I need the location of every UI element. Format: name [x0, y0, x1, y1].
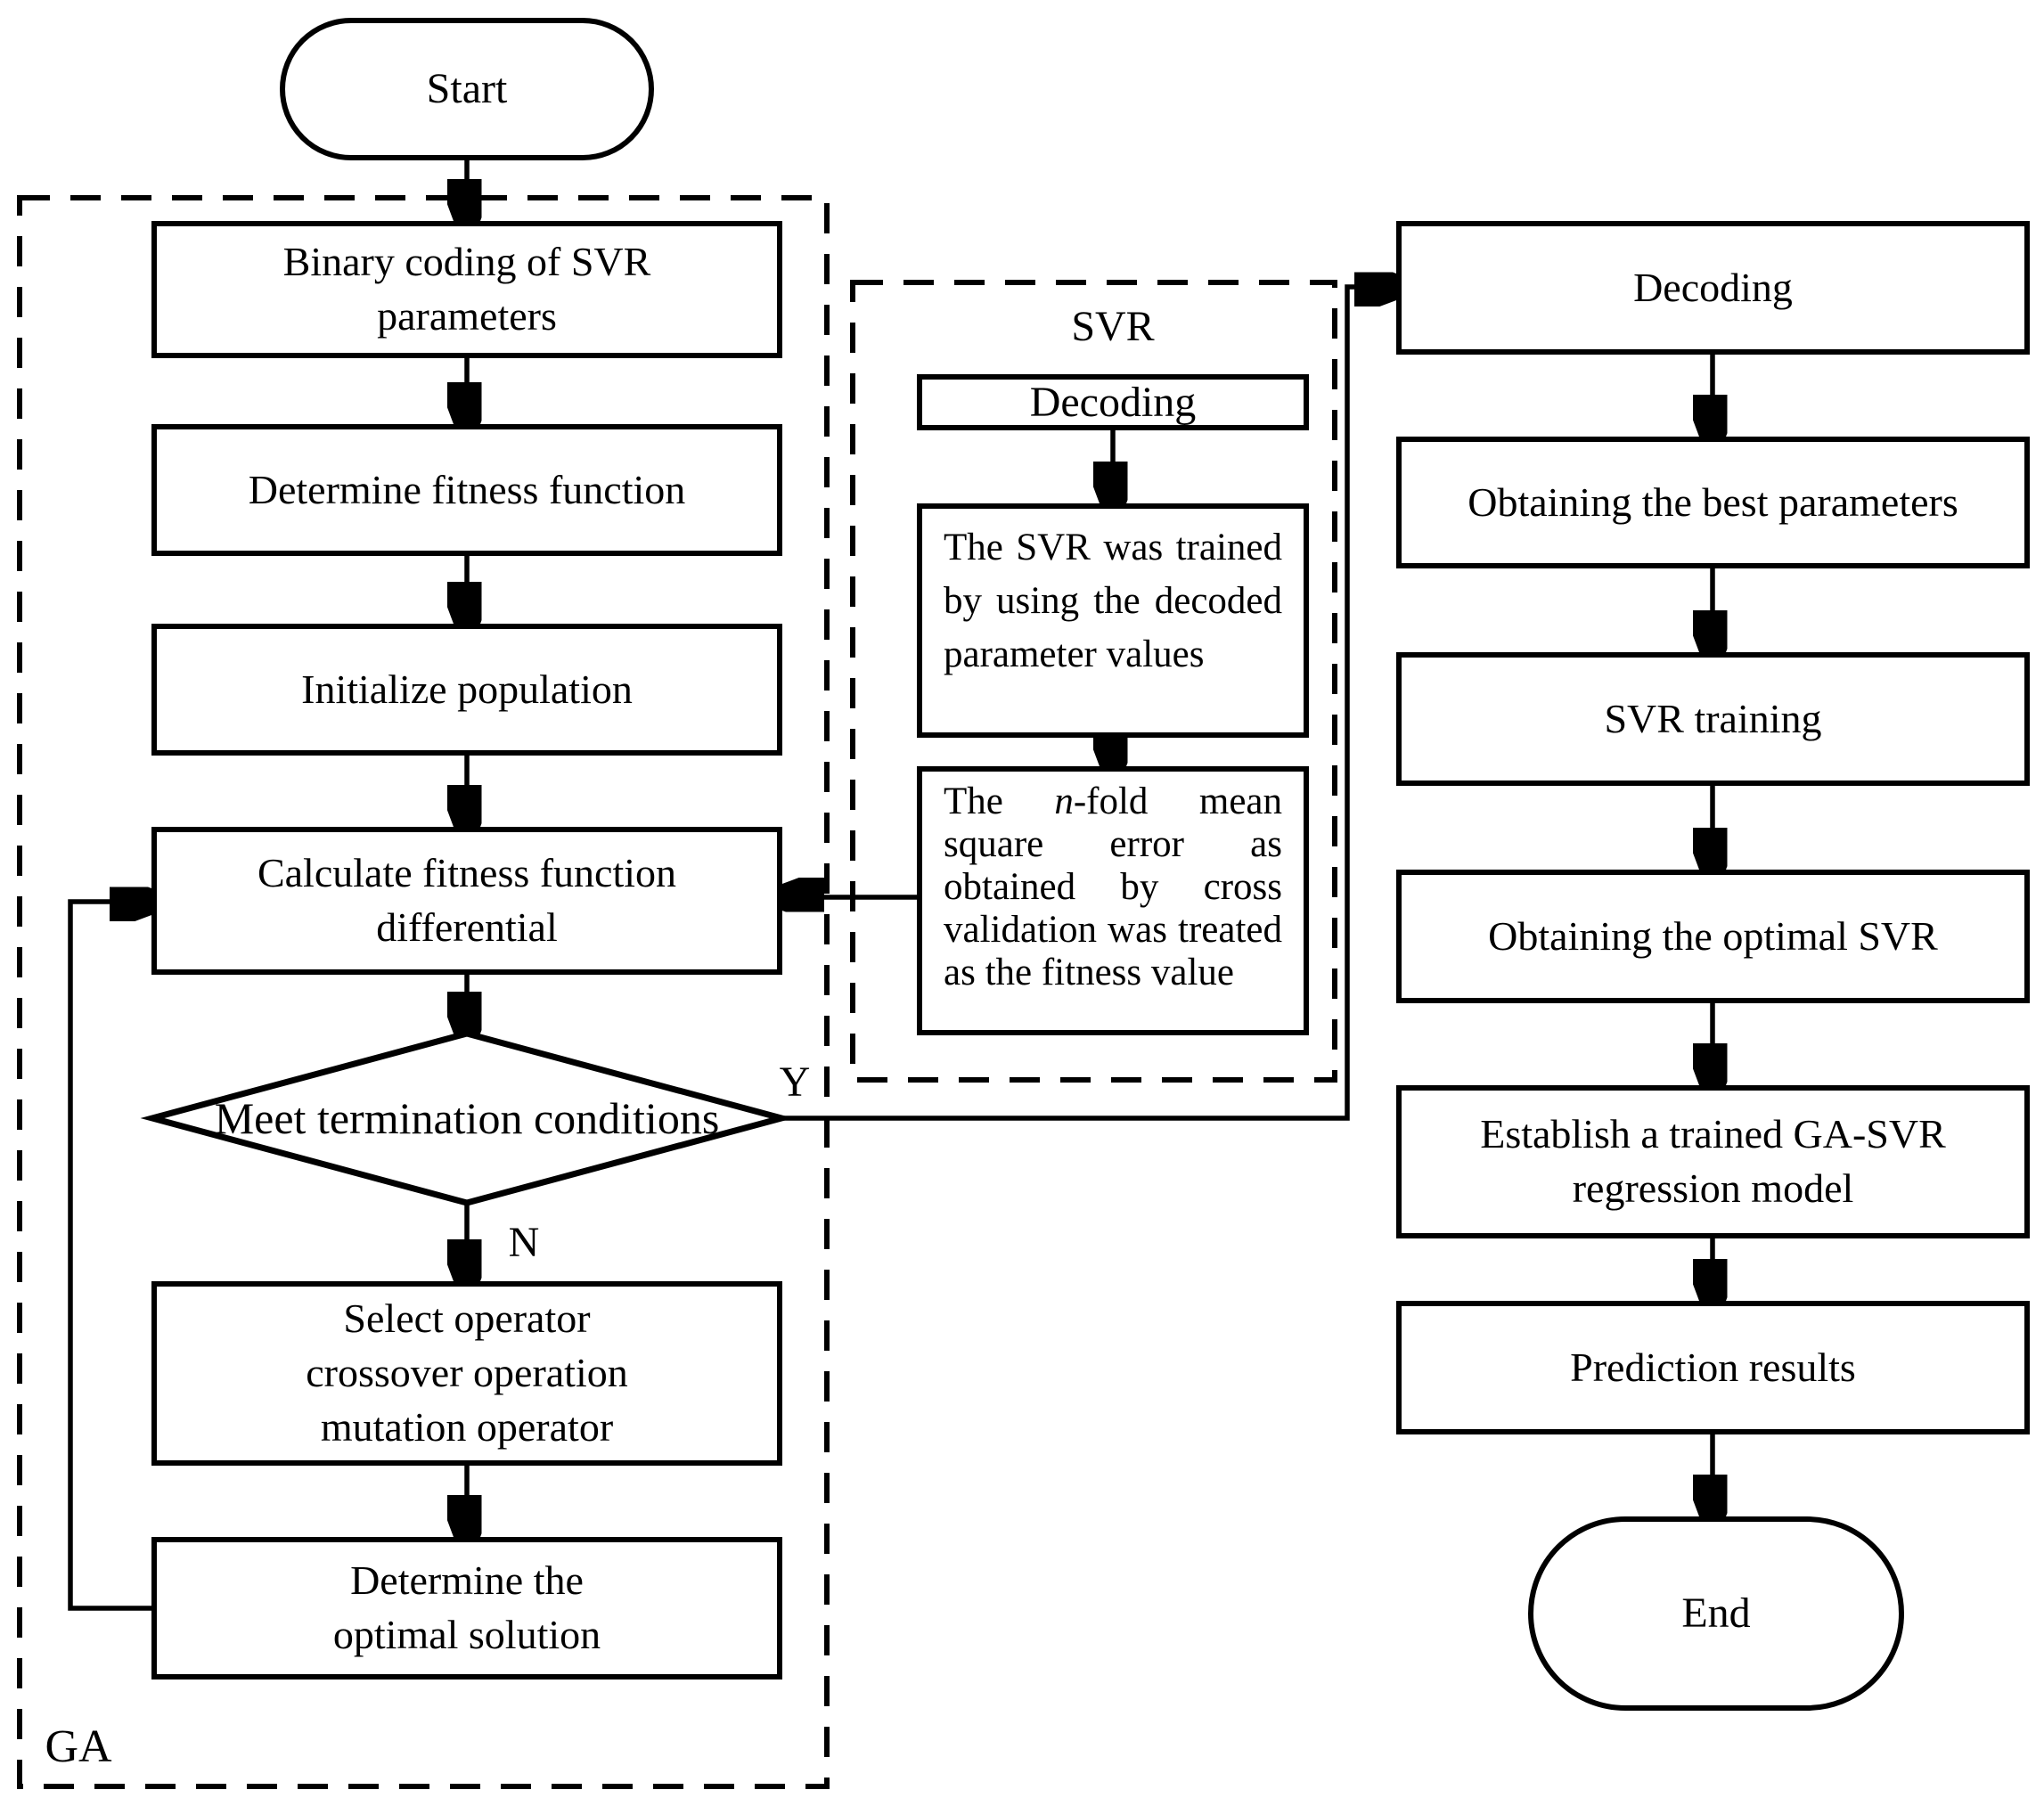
- branch-yes-label: Y: [779, 1058, 811, 1106]
- svr-group-border: [850, 280, 1337, 1083]
- best-parameters-label: Obtaining the best parameters: [1468, 478, 1958, 525]
- prediction-results-box: Prediction results: [1396, 1301, 2030, 1434]
- optimal-svr-label: Obtaining the optimal SVR: [1488, 912, 1938, 959]
- termination-decision-label: Meet termination conditions: [214, 1093, 720, 1143]
- fitness-value-box: The n-fold mean square error as obtained…: [917, 766, 1309, 1035]
- binary-coding-label: Binary coding of SVR parameters: [282, 239, 651, 339]
- establish-model-box: Establish a trained GA-SVR regression mo…: [1396, 1085, 2030, 1238]
- start-label: Start: [426, 65, 508, 113]
- branch-no-label: N: [508, 1218, 540, 1266]
- fitness-value-text: The n-fold mean square error as obtained…: [944, 780, 1282, 994]
- fitness-value-rest: -fold mean square error as obtained by c…: [944, 780, 1282, 993]
- optimal-svr-box: Obtaining the optimal SVR: [1396, 870, 2030, 1003]
- output-decoding-label: Decoding: [1633, 264, 1793, 310]
- ga-group-border: [17, 195, 830, 1789]
- genetic-operators-label: Select operator crossover operation muta…: [306, 1295, 628, 1450]
- svr-group-label: SVR: [1071, 302, 1155, 350]
- prediction-results-label: Prediction results: [1570, 1344, 1856, 1390]
- determine-fitness-box: Determine fitness function: [151, 424, 782, 556]
- fitness-value-prefix: The: [944, 780, 1055, 822]
- arrow-decision-yes-to-decoding: [781, 287, 1394, 1121]
- start-terminator: Start: [280, 18, 654, 160]
- optimal-solution-label: Determine the optimal solution: [332, 1557, 601, 1657]
- end-terminator: End: [1528, 1516, 1904, 1711]
- svr-train-label: The SVR was trained by using the decoded…: [944, 527, 1282, 675]
- svr-training-label: SVR training: [1604, 695, 1822, 741]
- output-decoding-box: Decoding: [1396, 221, 2030, 355]
- determine-fitness-label: Determine fitness function: [248, 466, 686, 512]
- calculate-fitness-label: Calculate fitness function differential: [257, 850, 677, 950]
- svr-decoding-label: Decoding: [1029, 378, 1197, 426]
- genetic-operators-box: Select operator crossover operation muta…: [151, 1281, 782, 1466]
- best-parameters-box: Obtaining the best parameters: [1396, 437, 2030, 568]
- calculate-fitness-box: Calculate fitness function differential: [151, 827, 782, 975]
- fitness-value-n-symbol: n: [1054, 780, 1074, 822]
- svr-training-box: SVR training: [1396, 652, 2030, 786]
- end-label: End: [1681, 1590, 1751, 1638]
- optimal-solution-box: Determine the optimal solution: [151, 1537, 782, 1679]
- initialize-population-box: Initialize population: [151, 624, 782, 756]
- initialize-population-label: Initialize population: [301, 666, 633, 712]
- ga-group-label: GA: [45, 1720, 112, 1772]
- svr-train-box: The SVR was trained by using the decoded…: [917, 503, 1309, 738]
- establish-model-label: Establish a trained GA-SVR regression mo…: [1480, 1111, 1946, 1211]
- svr-decoding-box: Decoding: [917, 374, 1309, 430]
- binary-coding-box: Binary coding of SVR parameters: [151, 221, 782, 358]
- arrow-feedback-loop: [68, 902, 151, 1611]
